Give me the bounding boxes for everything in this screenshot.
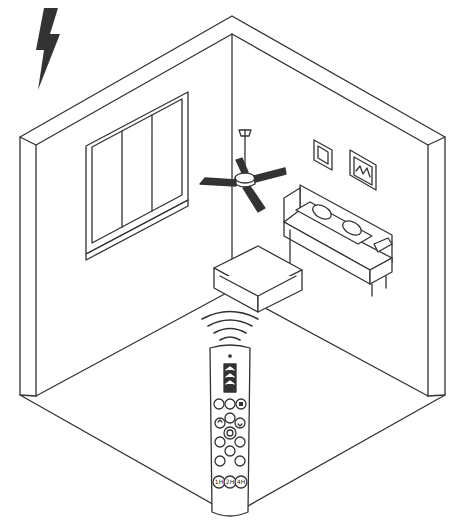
window [86,92,188,260]
room-inner [36,34,428,396]
wall-pictures [314,140,376,190]
room-outline [20,16,445,515]
lightning-bolt [36,8,60,90]
button-label: 4H [237,479,245,485]
ceiling-fan [200,130,286,212]
remote-control [210,345,250,516]
button-label: 1H [215,479,223,485]
floor-lines [36,290,428,396]
coffee-table [214,246,302,312]
button-label: 2H [226,479,234,485]
signal-waves [202,312,258,341]
back-corner [231,34,232,290]
